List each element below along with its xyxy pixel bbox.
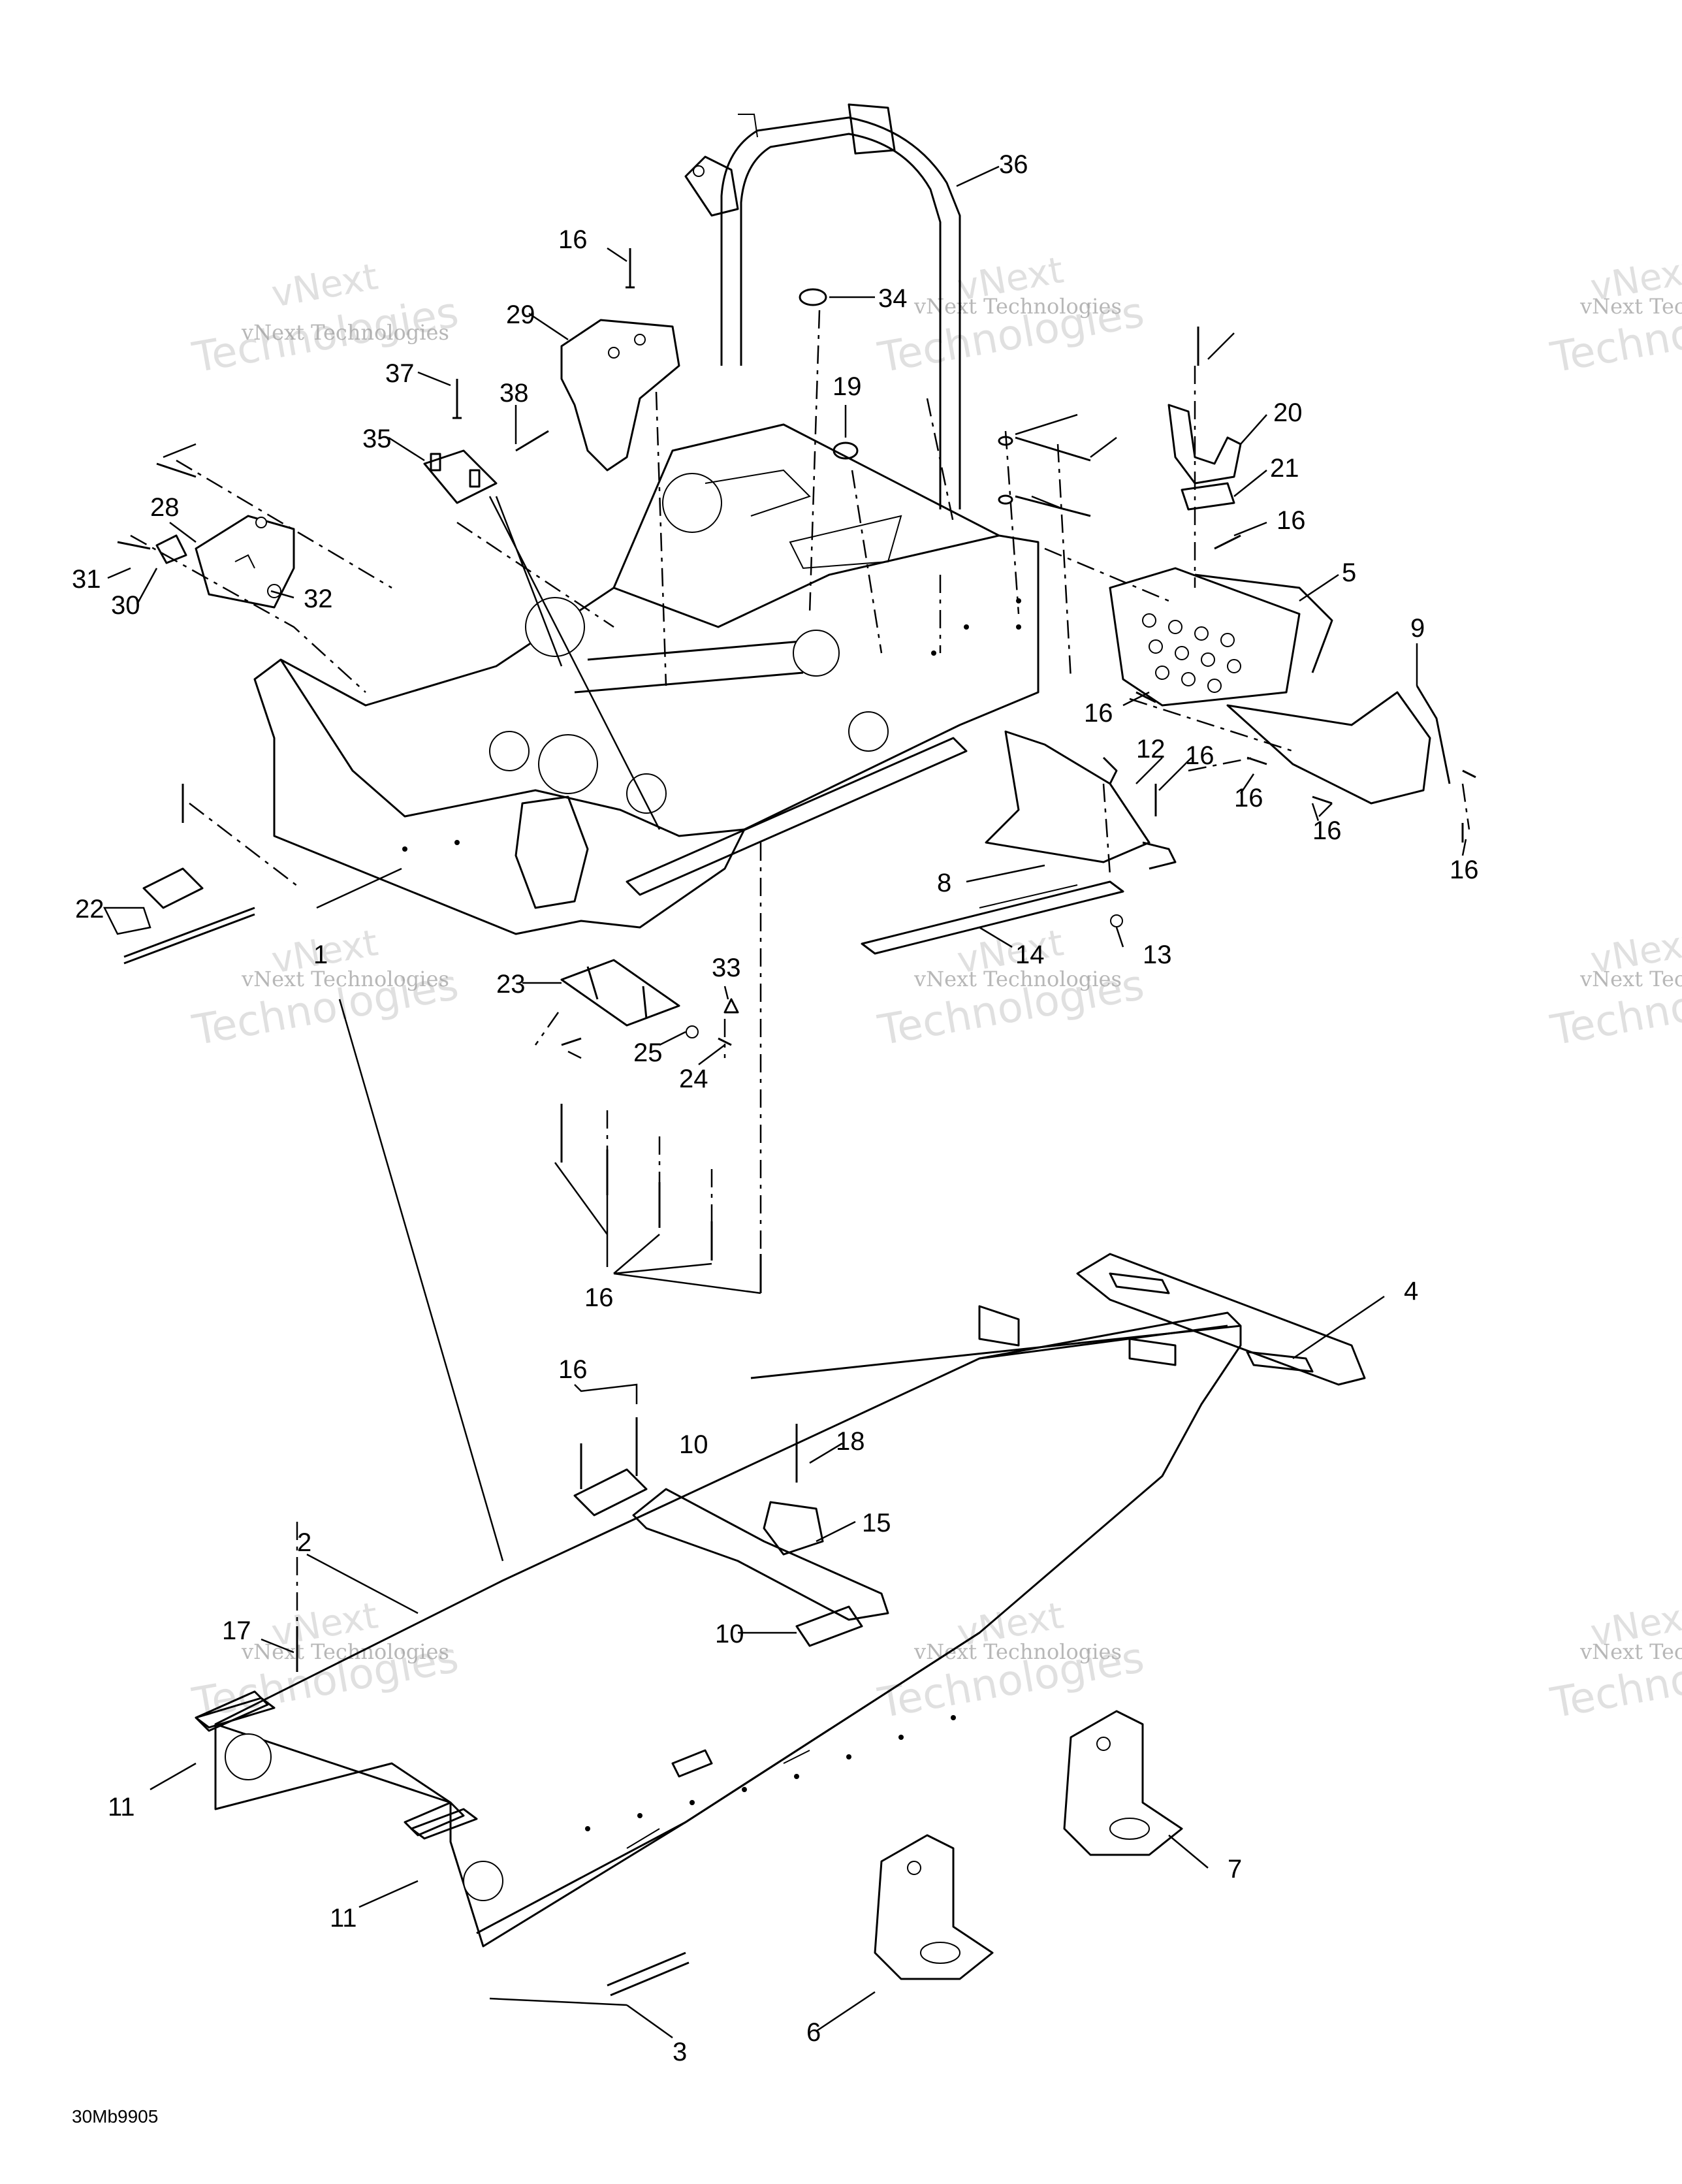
watermarks: Technologies vNext vNext Technologies Te… bbox=[189, 249, 1682, 1728]
part-8-bracket bbox=[985, 730, 1177, 870]
callout-8: 8 bbox=[937, 869, 951, 897]
callout-16: 16 bbox=[1312, 816, 1342, 845]
callout-16: 16 bbox=[1185, 741, 1214, 770]
fasteners bbox=[117, 248, 1476, 1672]
part-11-right-rail bbox=[410, 1808, 478, 1840]
callout-2: 2 bbox=[297, 1528, 311, 1557]
part-22-rod-and-clip bbox=[123, 867, 255, 965]
part-4-rear-plate bbox=[1076, 1253, 1366, 1386]
callout-15: 15 bbox=[862, 1509, 891, 1537]
part-3-rod bbox=[607, 1951, 690, 1997]
callout-35: 37 bbox=[385, 359, 415, 388]
callout-4: 4 bbox=[1404, 1277, 1418, 1306]
callout-12: 12 bbox=[1136, 735, 1166, 763]
callout-23: 23 bbox=[496, 970, 526, 999]
callout-27: 29 bbox=[506, 300, 535, 329]
callout-9: 9 bbox=[1410, 614, 1425, 643]
callout-17: 17 bbox=[222, 1616, 251, 1645]
callout-16: 16 bbox=[558, 1355, 588, 1384]
part-15-suspension-mount bbox=[632, 1488, 889, 1621]
callout-34: 36 bbox=[999, 150, 1028, 179]
watermark-text: vNext Technologies bbox=[1579, 967, 1682, 991]
callout-16: 16 bbox=[558, 225, 588, 254]
part-10-upper-pad bbox=[573, 1468, 648, 1517]
part-5-heat-shield bbox=[1109, 567, 1333, 707]
callout-16: 16 bbox=[1084, 699, 1113, 728]
part-11-left-rail bbox=[195, 1697, 276, 1729]
callout-26: 28 bbox=[150, 493, 180, 522]
part-27-bracket bbox=[560, 319, 680, 472]
watermark-text: vNext Technologies bbox=[913, 1639, 1122, 1664]
callout-31: 33 bbox=[712, 954, 741, 982]
leader-lines bbox=[103, 165, 1467, 2039]
part-1-front-frame bbox=[253, 423, 1039, 935]
callout-11: 11 bbox=[108, 1793, 135, 1822]
callout-25: 25 bbox=[633, 1038, 663, 1067]
callout-35: 38 bbox=[500, 379, 529, 408]
drawing-code: 30Mb9905 bbox=[72, 2106, 158, 2127]
watermark-low-center: Technologies vNext vNext Technologies bbox=[874, 1594, 1148, 1728]
part-26-plate bbox=[195, 515, 295, 609]
callout-16: 16 bbox=[1234, 784, 1263, 812]
part-7-footrest bbox=[1063, 1710, 1183, 1856]
callout-11: 11 bbox=[330, 1904, 357, 1933]
callout-3: 3 bbox=[673, 2038, 687, 2066]
callout-18: 18 bbox=[836, 1427, 865, 1456]
callout-5: 5 bbox=[1342, 558, 1356, 587]
callout-21: 21 bbox=[1270, 454, 1299, 483]
watermark-top-center: Technologies vNext vNext Technologies bbox=[874, 249, 1148, 383]
watermark-top-right: Technologies vNext vNext Technologies bbox=[1547, 249, 1682, 383]
assembly-lines bbox=[130, 310, 1470, 1626]
callout-29: 31 bbox=[72, 565, 101, 594]
part-21-plate bbox=[1181, 482, 1235, 511]
part-10-lower-pad bbox=[795, 1605, 863, 1647]
callout-28: 30 bbox=[111, 591, 140, 620]
watermark-mid-right: Technologies vNext vNext Technologies bbox=[1547, 922, 1682, 1055]
callout-19: 19 bbox=[833, 372, 862, 401]
callout-16: 16 bbox=[1450, 856, 1479, 884]
part-5-holes bbox=[1142, 613, 1241, 693]
callout-1: 1 bbox=[313, 940, 328, 969]
watermark-text: vNext Technologies bbox=[913, 967, 1122, 991]
callout-16: 16 bbox=[584, 1283, 614, 1312]
callout-10: 10 bbox=[715, 1620, 744, 1648]
watermark-text: vNext Technologies bbox=[1579, 1639, 1682, 1664]
part-6-footrest bbox=[874, 1834, 994, 1980]
callout-13: 13 bbox=[1143, 940, 1172, 969]
watermark-text: vNext Technologies bbox=[1579, 294, 1682, 319]
watermark-top-left: Technologies vNext vNext Technologies bbox=[189, 255, 462, 383]
callout-33: 35 bbox=[362, 425, 392, 453]
callout-14: 14 bbox=[1015, 940, 1045, 969]
callout-labels: 36 16 34 29 37 38 35 28 31 30 32 19 20 2… bbox=[72, 150, 1479, 2066]
callout-16: 16 bbox=[1277, 506, 1306, 535]
callout-6: 6 bbox=[806, 2018, 821, 2047]
callout-20: 20 bbox=[1273, 398, 1303, 427]
part-34-steering-column-support bbox=[684, 103, 961, 509]
watermark-text: vNext Technologies bbox=[241, 320, 449, 345]
callout-22: 22 bbox=[75, 895, 104, 923]
part-20-bracket bbox=[1167, 404, 1242, 485]
part-33-block bbox=[423, 449, 498, 504]
callout-32: 34 bbox=[878, 284, 908, 313]
watermark-text: vNext Technologies bbox=[913, 294, 1122, 319]
part-28-clip bbox=[155, 534, 187, 564]
watermark-text: vNext Technologies bbox=[241, 967, 449, 991]
part-9-rear-bracket bbox=[1226, 685, 1451, 805]
watermark-low-right: Technologies vNext vNext Technologies bbox=[1547, 1594, 1682, 1728]
callout-24: 24 bbox=[679, 1065, 708, 1093]
part-14-strip bbox=[861, 880, 1124, 955]
callout-30: 32 bbox=[304, 585, 333, 613]
part-2-tunnel bbox=[195, 1305, 1242, 1948]
callout-10: 10 bbox=[679, 1430, 708, 1459]
watermark-mid-center: Technologies vNext vNext Technologies bbox=[874, 922, 1148, 1055]
part-23-hinge bbox=[560, 959, 680, 1027]
callout-7: 7 bbox=[1228, 1855, 1242, 1884]
